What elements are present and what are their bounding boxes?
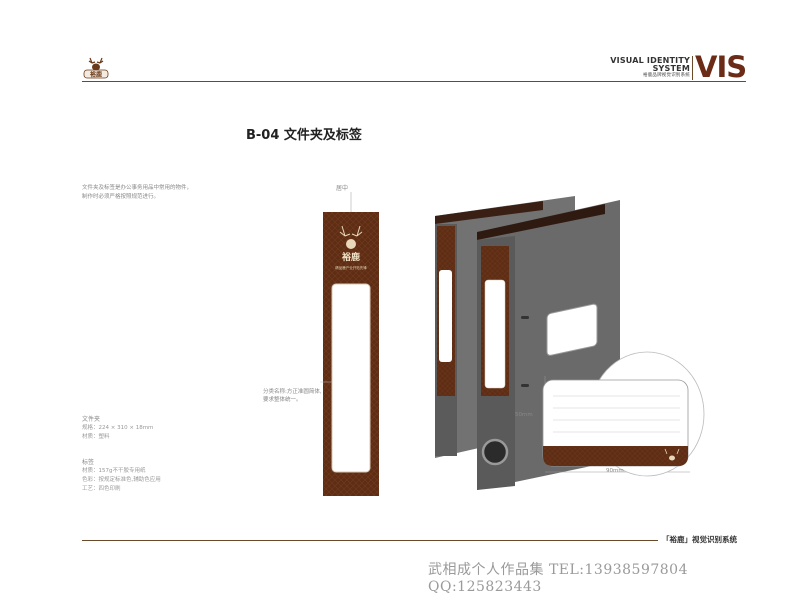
vis-wordmark: VIS (695, 50, 747, 84)
folder-spec: 文件夹 规格：224 × 310 × 18mm 材质：塑料 (82, 415, 222, 442)
label-spec-material: 材质：157g不干胶专用纸 (82, 468, 146, 474)
category-note: 分类名称:方正准圆简体,要求整体统一。 (263, 389, 322, 403)
logo-wordmark: 裕鹿 (89, 71, 102, 79)
dimension-width: 90mm (606, 468, 624, 474)
header-rule (82, 81, 746, 82)
page-title: B-04 文件夹及标签 (246, 128, 362, 143)
spine-label: 裕鹿 精品鹿产业开拓先锋 (320, 192, 379, 496)
vis-line-2: SYSTEM (652, 64, 690, 73)
folder-spec-material: 材质：塑料 (82, 434, 110, 440)
vis-title-block: VISUAL IDENTITY SYSTEM 裕鹿品牌视觉识别系统 (590, 57, 690, 79)
spine-slogan: 精品鹿产业开拓先锋 (335, 265, 367, 270)
label-spec: 标签 材质：157g不干胶专用纸 色彩：按规定标准色,辅助色应用 工艺：四色印刷 (82, 458, 222, 494)
label-zoom-callout (542, 351, 705, 477)
vis-divider (692, 56, 693, 80)
label-spec-color: 色彩：按规定标准色,辅助色应用 (82, 477, 161, 483)
vis-line-1: VISUAL IDENTITY (610, 56, 690, 65)
spine-deer-emblem: 裕鹿 精品鹿产业开拓先锋 (335, 225, 367, 270)
label-spec-title: 标签 (82, 459, 95, 466)
dimension-height: 50mm (515, 412, 533, 418)
vis-line-3: 裕鹿品牌视觉识别系统 (643, 73, 690, 78)
footer-system-label: 「裕鹿」视觉识别系统 (662, 535, 737, 544)
folder-front (477, 200, 620, 490)
folder-spec-title: 文件夹 (82, 416, 101, 423)
watermark-contact: 武相成个人作品集 TEL:13938597804 QQ:125823443 (428, 562, 689, 595)
center-label: 居中 (336, 185, 349, 192)
label-spec-process: 工艺：四色印刷 (82, 486, 121, 492)
page-description: 文件夹及标签是办公事务用品中常用的物件，制作时必须严格按照规范进行。 (82, 185, 193, 200)
deer-logo: 裕鹿 (83, 57, 109, 79)
folder-illustration (435, 196, 705, 490)
spine-brand-name: 裕鹿 (341, 251, 360, 263)
folder-spec-size: 规格：224 × 310 × 18mm (82, 425, 154, 431)
spine-white-window (331, 283, 371, 473)
footer-rule (82, 540, 658, 541)
